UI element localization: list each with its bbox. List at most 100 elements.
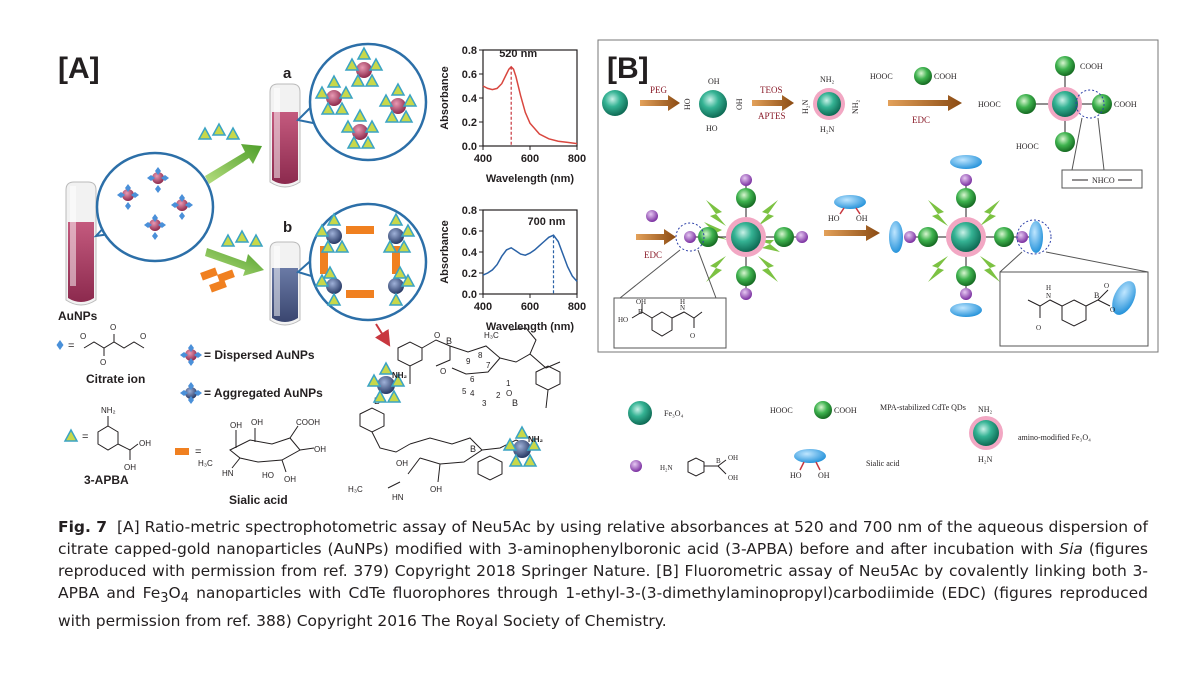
svg-text:O: O xyxy=(440,367,446,376)
aggregated-label: = Aggregated AuNPs xyxy=(204,386,323,400)
svg-text:H₂N: H₂N xyxy=(978,455,993,464)
caption-fig-label: Fig. 7 xyxy=(58,518,108,536)
dispersed-label: = Dispersed AuNPs xyxy=(204,348,315,362)
svg-text:O: O xyxy=(1110,306,1115,314)
svg-text:OH: OH xyxy=(139,439,151,448)
legend-sialic: Sialic acid xyxy=(866,459,900,468)
svg-text:=: = xyxy=(195,446,201,458)
x-tick-label: 600 xyxy=(521,301,539,313)
apba-purple-1 xyxy=(646,210,658,222)
caption-sub3: 3 xyxy=(160,591,169,607)
svg-text:PEG: PEG xyxy=(650,85,668,95)
svg-text:COOH: COOH xyxy=(1080,62,1103,71)
arrow-edc-2: EDC xyxy=(636,229,676,260)
chart-a-bottom-annotation: 700 nm xyxy=(528,216,566,228)
svg-text:TEOS: TEOS xyxy=(760,85,783,95)
svg-text:HOOC: HOOC xyxy=(1016,142,1039,151)
quenched-complex xyxy=(889,155,1149,317)
arrow-to-a xyxy=(198,123,262,184)
panel-a-label: [A] xyxy=(58,52,100,85)
y-tick-label: 0.4 xyxy=(462,247,478,259)
dispersed-aunp-icon xyxy=(180,344,202,366)
svg-text:OH: OH xyxy=(636,298,646,306)
y-tick-label: 0.0 xyxy=(462,141,477,153)
svg-text:HOOC: HOOC xyxy=(870,72,893,81)
chart-a-top-ylabel: Absorbance xyxy=(439,66,451,130)
chart-a-bottom-xlabel: Wavelength (nm) xyxy=(486,321,575,333)
legend-fe3o4: Fe₃O₄ xyxy=(664,409,684,418)
svg-text:7: 7 xyxy=(486,361,491,370)
dispersed-aunp-cluster xyxy=(117,167,193,240)
svg-text:COOH: COOH xyxy=(834,406,857,415)
x-tick-label: 800 xyxy=(568,301,586,313)
svg-text:OH: OH xyxy=(856,214,868,223)
svg-text:OH: OH xyxy=(818,471,830,480)
caption-part2: (figures reproduced with permission from… xyxy=(58,540,1149,602)
svg-text:NH₂: NH₂ xyxy=(101,406,116,415)
y-tick-label: 0.2 xyxy=(462,268,477,280)
svg-text:COOH: COOH xyxy=(296,418,320,427)
svg-text:1: 1 xyxy=(506,379,511,388)
arrow-sialic xyxy=(824,225,880,241)
label-b: b xyxy=(283,219,292,236)
bubble-b xyxy=(295,202,428,322)
chart-a-top-annotation: 520 nm xyxy=(499,48,537,60)
panel-b-label: [B] xyxy=(607,52,649,85)
svg-text:NH₂: NH₂ xyxy=(851,99,860,114)
x-tick-label: 800 xyxy=(568,153,586,165)
apba-structure xyxy=(97,416,139,460)
svg-text:B: B xyxy=(638,308,643,316)
svg-text:OH: OH xyxy=(314,445,326,454)
svg-text:COOH: COOH xyxy=(1114,100,1137,109)
legend-fe3o4-icon xyxy=(628,401,652,425)
legend-qd: MPA-stabilized CdTe QDs xyxy=(880,403,966,412)
panel-b: [B] PEG OH HO HO OH TEOS APTES NH₂ H₂N H… xyxy=(597,39,1159,482)
svg-text:H₂N: H₂N xyxy=(820,125,835,134)
y-tick-label: 0.8 xyxy=(462,45,477,57)
peg-particle: OH HO HO OH xyxy=(683,77,744,133)
svg-text:APTES: APTES xyxy=(758,111,786,121)
sialic-reagent: HO OH xyxy=(828,195,868,223)
label-a: a xyxy=(283,65,292,82)
chart-a-top-xlabel: Wavelength (nm) xyxy=(486,173,575,185)
caption-part3: O xyxy=(168,584,181,602)
svg-text:B: B xyxy=(716,457,721,465)
caption-part1: [A] Ratio-metric spectrophotometric assa… xyxy=(58,518,1148,558)
svg-text:H: H xyxy=(1046,284,1051,292)
svg-text:HO: HO xyxy=(262,471,274,480)
svg-text:N: N xyxy=(680,304,685,312)
caption-sub4: 4 xyxy=(180,591,189,607)
crosslink-labels: B O O 9 8 7 6 5 4 3 2 1 B O H₃C HN OH OH… xyxy=(348,331,518,502)
svg-text:OH: OH xyxy=(430,485,442,494)
svg-text:EDC: EDC xyxy=(644,250,662,260)
svg-text:HO: HO xyxy=(706,124,718,133)
zoom-box-apba: OH B HO N H O xyxy=(613,297,727,349)
svg-text:OH: OH xyxy=(735,98,744,110)
svg-text:HO: HO xyxy=(683,98,692,110)
arrow-to-b xyxy=(200,230,264,293)
legend-a: = O O O O Citrate ion = Dispersed AuNPs xyxy=(56,323,326,507)
svg-text:6: 6 xyxy=(470,375,475,384)
fe3o4-particle xyxy=(602,90,628,116)
figure-caption: Fig. 7 [A] Ratio-metric spectrophotometr… xyxy=(58,516,1148,632)
caption-part4: nanoparticles with CdTe fluorophores thr… xyxy=(58,584,1148,631)
svg-text:NH₂: NH₂ xyxy=(978,405,993,414)
svg-text:NH₂: NH₂ xyxy=(820,75,835,84)
svg-text:OH: OH xyxy=(396,459,408,468)
figure: [A] AuNPs xyxy=(56,39,1159,507)
vial-aunps-label: AuNPs xyxy=(58,309,98,323)
legend-b: Fe₃O₄ HOOC COOH MPA-stabilized CdTe QDs … xyxy=(628,401,1091,482)
svg-text:O: O xyxy=(140,332,146,341)
svg-text:8: 8 xyxy=(478,351,483,360)
crosslink-structure xyxy=(359,327,561,489)
arrow-teos: TEOS APTES xyxy=(752,85,794,121)
svg-text:O: O xyxy=(1104,282,1109,290)
y-tick-label: 0.0 xyxy=(462,289,477,301)
svg-text:H₂N: H₂N xyxy=(660,464,673,472)
chart-a-top-series xyxy=(482,65,578,145)
svg-text:H₃C: H₃C xyxy=(348,485,363,494)
qd-conjugate-apba xyxy=(619,174,808,300)
aunp-aggregated-group-b xyxy=(315,213,415,306)
